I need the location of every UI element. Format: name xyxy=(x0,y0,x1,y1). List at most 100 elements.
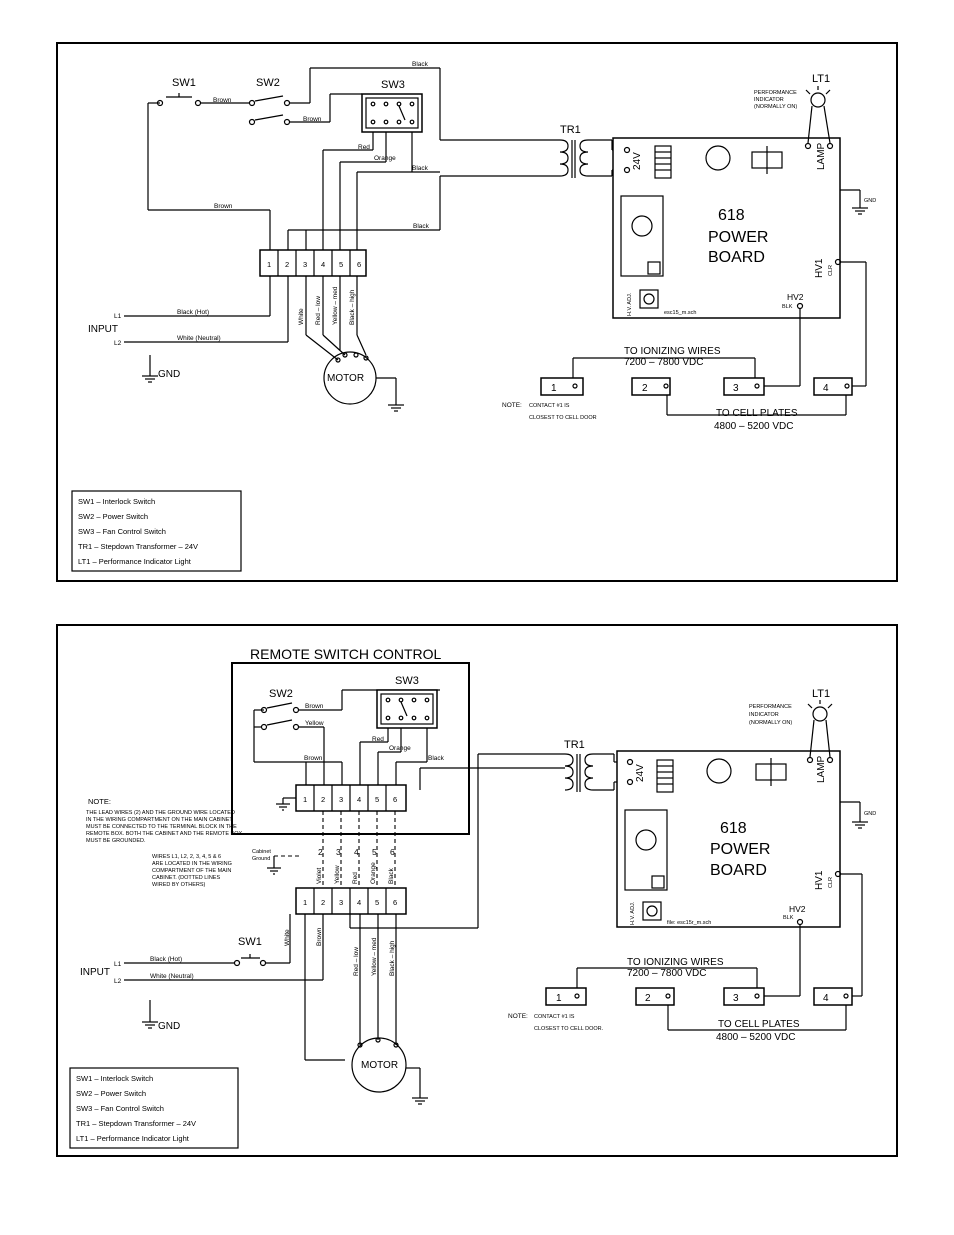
dash-num-4: 4 xyxy=(354,847,359,857)
perf-line1: PERFORMANCE xyxy=(754,90,797,96)
motor-label-2: MOTOR xyxy=(361,1060,398,1071)
wire-label-orange: Orange xyxy=(374,155,396,162)
tr1-symbol xyxy=(559,139,624,178)
legend1-sw3: SW3 – Fan Control Switch xyxy=(78,527,166,536)
motor-ground xyxy=(388,404,404,412)
tr-num-4: 4 xyxy=(357,795,361,804)
tm-num-5: 5 xyxy=(375,898,379,907)
sch-name: esc15_m.sch xyxy=(664,310,696,316)
sw1-symbol xyxy=(147,93,250,210)
contact2-3-num: 3 xyxy=(733,993,739,1004)
board-vents-2 xyxy=(656,759,674,793)
note2-line4: REMOTE BOX. BOTH THE CABINET AND THE REM… xyxy=(86,831,242,837)
legend1-sw2: SW2 – Power Switch xyxy=(78,512,148,521)
contact2-4-num: 4 xyxy=(823,993,829,1004)
contact2-1-num: 1 xyxy=(556,993,562,1004)
wires-note-5: WIRED BY OTHERS) xyxy=(152,882,206,888)
note2-line5: MUST BE GROUNDED. xyxy=(86,838,146,844)
wire-label-red: Red xyxy=(358,144,370,151)
legend-2 xyxy=(69,1067,239,1149)
contact-3 xyxy=(723,377,765,396)
to-ionizing: TO IONIZING WIRES xyxy=(624,346,721,357)
legend2-sw1: SW1 – Interlock Switch xyxy=(76,1074,153,1083)
remote-ground xyxy=(276,797,296,811)
t1-num-6: 6 xyxy=(357,260,361,269)
wire-label-black-top: Black xyxy=(412,61,429,68)
white-neutral-2: White (Neutral) xyxy=(150,973,194,980)
vu-violet: Violet xyxy=(316,868,323,884)
tm-num-4: 4 xyxy=(357,898,361,907)
wire-brown2-r: Brown xyxy=(304,755,323,762)
wire-label-brown2: Brown xyxy=(303,116,322,123)
cell-v: 4800 – 5200 VDC xyxy=(714,421,794,432)
perf2-line1: PERFORMANCE xyxy=(749,704,792,710)
wire-brown-r: Brown xyxy=(305,703,324,710)
t1-num-5: 5 xyxy=(339,260,343,269)
to-ionizing-2: TO IONIZING WIRES xyxy=(627,957,724,968)
contact-4 xyxy=(813,377,853,396)
black-hot-label: Black (Hot) xyxy=(177,309,209,316)
sw3-box-2 xyxy=(376,689,438,729)
tr1-label: TR1 xyxy=(560,124,581,136)
dash-num-3: 3 xyxy=(336,847,341,857)
power-board-2 xyxy=(616,750,841,928)
wire-label-brown: Brown xyxy=(213,97,232,104)
note2-line3: MUST BE CONNECTED TO THE TERMINAL BLOCK … xyxy=(86,824,237,830)
board-power: POWER xyxy=(708,229,768,246)
wire-label-black-mid: Black xyxy=(412,165,429,172)
sch-name-2: file: esc15r_m.sch xyxy=(667,920,711,926)
sw1-label-2: SW1 xyxy=(238,936,262,948)
vu-black: Black xyxy=(388,867,395,884)
tr-num-6: 6 xyxy=(393,795,397,804)
tr-num-3: 3 xyxy=(339,795,343,804)
legend-1 xyxy=(71,490,242,572)
board2-618: 618 xyxy=(720,820,747,837)
contact2-4 xyxy=(813,987,853,1006)
white-neutral-label: White (Neutral) xyxy=(177,335,221,342)
hv1-label: HV1 xyxy=(814,258,825,278)
board-618: 618 xyxy=(718,207,745,224)
contact-4-num: 4 xyxy=(823,383,829,394)
to-cell-2: TO CELL PLATES xyxy=(718,1019,800,1030)
terminal-block-remote-cells xyxy=(313,785,387,811)
tr-num-5: 5 xyxy=(375,795,379,804)
board-capacitor-2 xyxy=(706,758,732,784)
t1-num-2: 2 xyxy=(285,260,289,269)
l2-label: L2 xyxy=(114,340,122,347)
note1-line1: CONTACT #1 IS xyxy=(529,403,570,409)
dash-num-5: 5 xyxy=(372,847,377,857)
board-relay-2 xyxy=(755,758,787,786)
board-relay-1 xyxy=(751,146,783,174)
note2-line1: THE LEAD WIRES (2) AND THE GROUND WIRE L… xyxy=(86,810,235,816)
vl-white: White xyxy=(284,929,291,946)
vu-yellow: Yellow xyxy=(334,865,341,884)
tm-num-1: 1 xyxy=(303,898,307,907)
vl-brown: Brown xyxy=(316,927,323,946)
board-vents-1 xyxy=(654,145,672,179)
wire-label-brown-left: Brown xyxy=(214,203,233,210)
note3-line1: CONTACT #1 IS xyxy=(534,1014,575,1020)
vert-yellow-med: Yellow – med xyxy=(332,286,339,325)
vert-red-low: Red – low xyxy=(315,296,322,325)
legend2-lt1: LT1 – Performance Indicator Light xyxy=(76,1134,190,1143)
hv2-label-2: HV2 xyxy=(789,904,806,914)
lamp-label: LAMP xyxy=(816,142,827,170)
to-cell: TO CELL PLATES xyxy=(716,408,798,419)
clr-label-2: CLR xyxy=(828,877,834,888)
t1-num-1: 1 xyxy=(267,260,271,269)
ground-symbol-1 xyxy=(142,355,158,383)
remote-title: REMOTE SWITCH CONTROL xyxy=(250,646,442,662)
contact-1 xyxy=(540,377,584,396)
blk-label: BLK xyxy=(782,304,793,310)
cell-v-2: 4800 – 5200 VDC xyxy=(716,1032,796,1043)
l2-label-2: L2 xyxy=(114,978,122,985)
tm-num-6: 6 xyxy=(393,898,397,907)
remote-box xyxy=(231,662,470,835)
wire-label-black-right: Black xyxy=(413,223,430,230)
sw3-label-2: SW3 xyxy=(395,675,419,687)
gnd-label-2: GND xyxy=(158,1021,180,1032)
ground-symbol-2 xyxy=(142,1000,158,1029)
diagram-remote: REMOTE SWITCH CONTROL SW2 Brown Yellow S… xyxy=(56,624,898,1157)
wire-orange-r: Orange xyxy=(389,745,411,752)
